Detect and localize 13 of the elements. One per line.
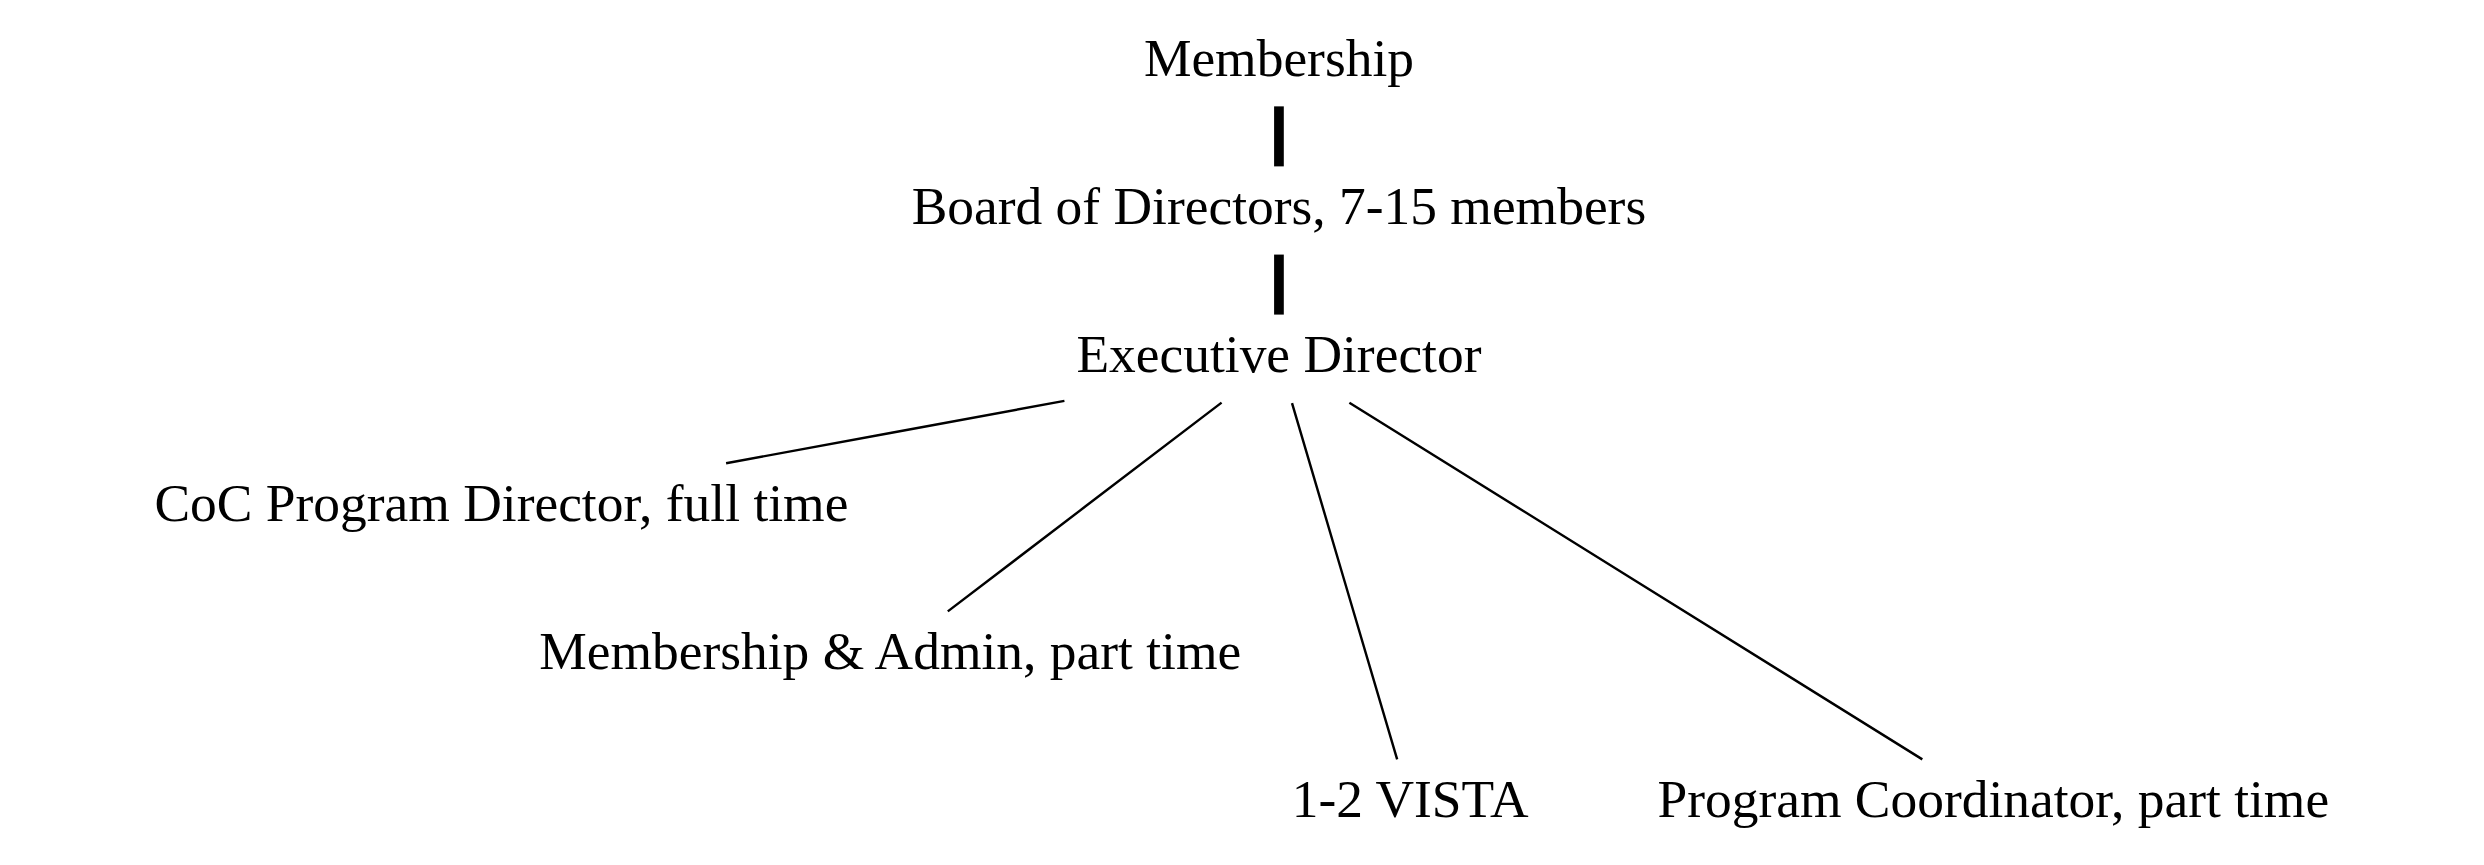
connector (1273, 254, 1284, 315)
node-text: 1-2 VISTA (1291, 768, 1528, 829)
node-text: CoC Program Director, full time (153, 472, 848, 533)
connector (946, 401, 1222, 612)
connector (1290, 402, 1398, 760)
node-text: Executive Director (1075, 324, 1481, 384)
connector (1348, 401, 1923, 760)
node-text: Membership & Admin, part time (538, 620, 1241, 681)
connector (725, 399, 1065, 464)
node-text: Program Coordinator, part time (1657, 768, 2329, 829)
connector (1273, 105, 1284, 166)
node-text: Membership (1143, 27, 1414, 88)
node-text: Board of Directors, 7-15 members (911, 175, 1646, 236)
